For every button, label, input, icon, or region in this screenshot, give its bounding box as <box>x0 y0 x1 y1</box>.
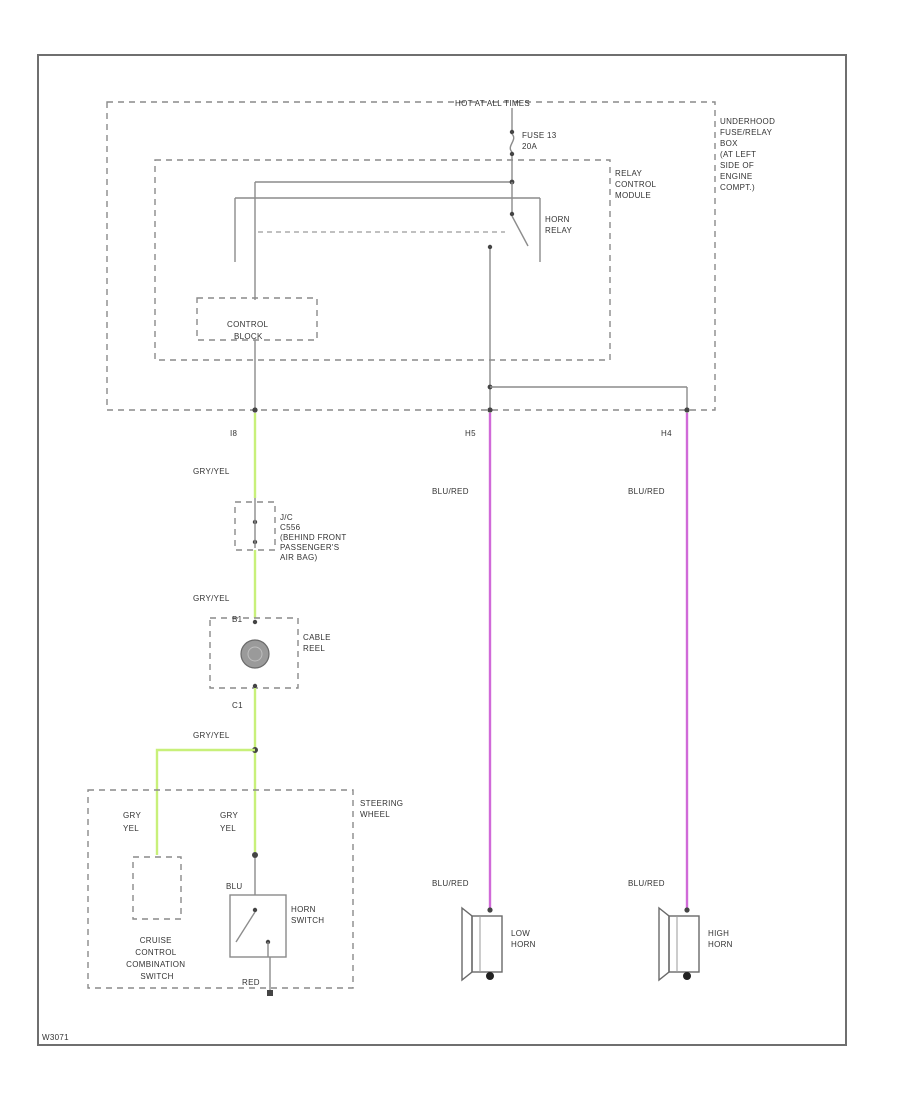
blu-red-label-3: BLU/RED <box>432 879 469 888</box>
connector-b1-label: B1 <box>232 615 243 624</box>
cruise-control-switch-label: CRUISE CONTROL COMBINATION SWITCH <box>126 936 188 981</box>
horn-relay-switch-arm <box>511 215 529 247</box>
horn-switch-ground <box>267 990 273 996</box>
gry-yel-branch-wire <box>155 748 255 855</box>
figure-code-label: W3071 <box>42 1033 69 1042</box>
gry-yel-label-1: GRY/YEL <box>193 467 230 476</box>
underhood-fuse-relay-box <box>106 101 716 411</box>
connector-h5-label: H5 <box>465 429 476 438</box>
blu-red-label-1: BLU/RED <box>432 487 469 496</box>
connector-h5-pin <box>487 407 493 413</box>
underhood-box-label: UNDERHOOD FUSE/RELAY BOX (AT LEFT SIDE O… <box>720 117 778 192</box>
relay-control-module-label: RELAY CONTROL MODULE <box>615 169 658 200</box>
connector-h4-label: H4 <box>661 429 672 438</box>
high-horn-icon <box>658 906 700 982</box>
cable-reel-label: CABLE REEL <box>303 633 333 653</box>
gry-yel-right-label: GRY YEL <box>220 811 240 833</box>
horn-switch-box <box>229 894 287 958</box>
horn-switch-label: HORN SWITCH <box>291 905 324 925</box>
red-label: RED <box>242 978 260 987</box>
connector-i8-label: I8 <box>230 429 238 438</box>
hot-at-all-times-label: HOT AT ALL TIMES <box>455 99 530 108</box>
cruise-control-switch-box <box>132 856 182 920</box>
steering-wheel-box <box>87 789 354 989</box>
blu-label: BLU <box>226 882 242 891</box>
gry-yel-label-2: GRY/YEL <box>193 594 230 603</box>
relay-control-module-box <box>154 159 611 361</box>
gry-yel-left-label: GRY YEL <box>123 811 143 833</box>
connector-c1-label: C1 <box>232 701 243 710</box>
horn-relay-label: HORN RELAY <box>545 215 573 235</box>
horn-switch-arm <box>235 911 256 943</box>
cable-reel-icon <box>240 639 270 669</box>
connector-i8-pin <box>252 407 258 413</box>
gry-yel-label-3: GRY/YEL <box>193 731 230 740</box>
high-horn-label: HIGH HORN <box>708 929 733 949</box>
fuse-label: FUSE 13 20A <box>522 131 559 151</box>
low-horn-icon <box>461 906 503 982</box>
connector-h4-pin <box>684 407 690 413</box>
blu-red-label-4: BLU/RED <box>628 879 665 888</box>
fuse-13 <box>509 108 515 182</box>
steering-wheel-label: STEERING WHEEL <box>360 799 406 819</box>
horn-relay-contact <box>509 211 515 217</box>
blu-red-label-2: BLU/RED <box>628 487 665 496</box>
control-block-label: CONTROL BLOCK <box>227 320 270 341</box>
low-horn-label: LOW HORN <box>511 929 536 949</box>
diagram-frame <box>37 54 847 1046</box>
jc-c556-label: J/C C556 (BEHIND FRONT PASSENGER'S AIR B… <box>280 513 349 562</box>
control-block-box <box>196 297 318 341</box>
relay-output-contact <box>487 244 493 250</box>
